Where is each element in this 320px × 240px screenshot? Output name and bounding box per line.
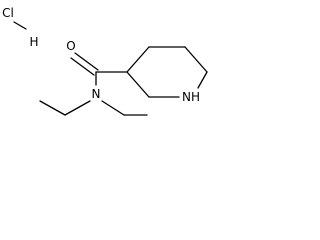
ring-nitrogen-label: NH xyxy=(182,90,200,104)
ring-bond-c5-c6 xyxy=(184,46,208,73)
hcl-hydrogen-label: H xyxy=(29,35,38,49)
ethyl-1-bond-b xyxy=(39,100,66,116)
ethyl-2-bond-a xyxy=(101,100,125,116)
ring-bond-c6-n xyxy=(197,71,208,89)
hcl-chlorine-label: Cl xyxy=(2,6,14,20)
h-cl-bond xyxy=(13,21,27,30)
molecule-structure: Cl H O N NH xyxy=(2,6,208,116)
amide-nitrogen-label: N xyxy=(92,87,101,101)
carbonyl-double-bond-line-2 xyxy=(74,52,99,71)
ring-bond-c3-c4 xyxy=(126,46,150,73)
carbonyl-double-bond-line-1 xyxy=(70,57,95,76)
ethyl-1-bond-a xyxy=(64,100,91,116)
ring-bond-c2-c3 xyxy=(126,71,150,98)
oxygen-label: O xyxy=(66,39,75,53)
